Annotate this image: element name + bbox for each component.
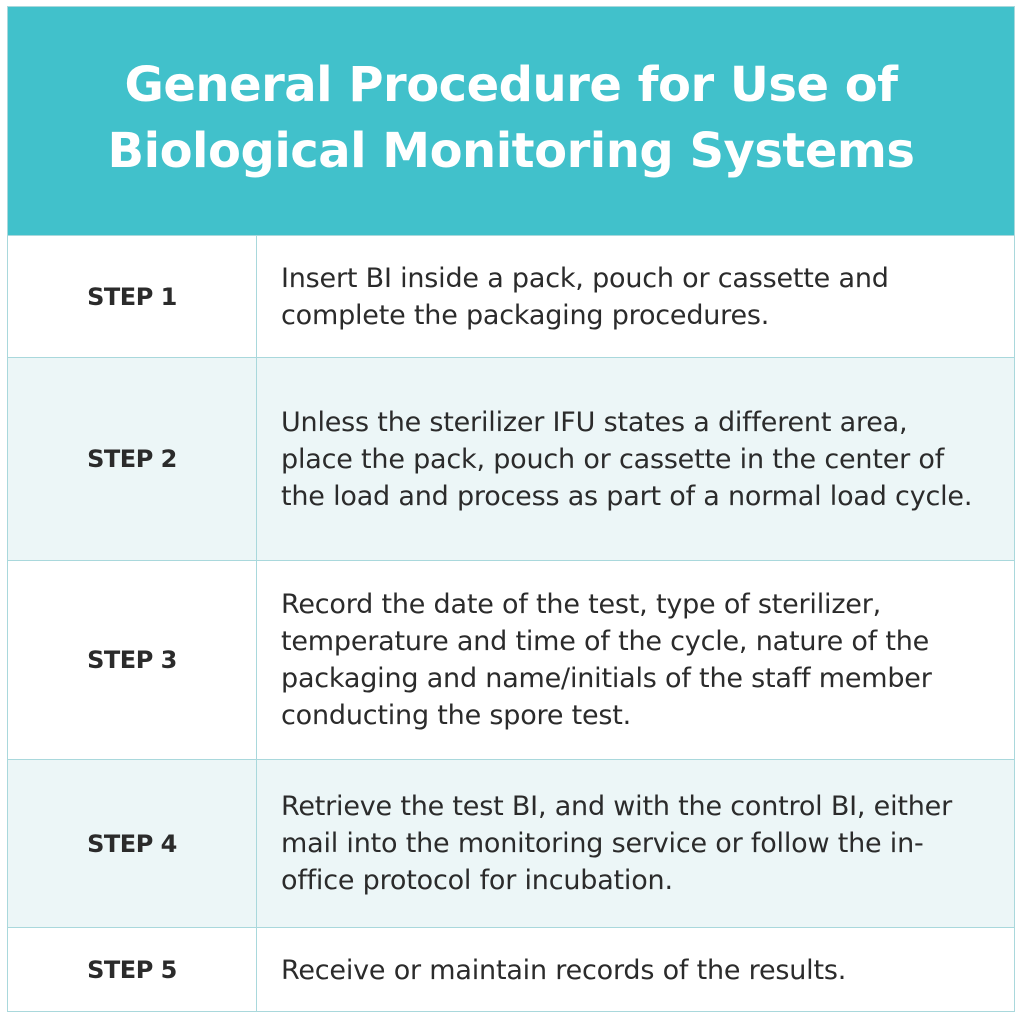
table-row: STEP 3 Record the date of the test, type… [8,560,1014,759]
step-label: STEP 3 [8,561,257,759]
step-label: STEP 2 [8,358,257,560]
page-title: General Procedure for Use of Biological … [107,57,915,179]
step-label: STEP 1 [8,236,257,357]
table-row: STEP 1 Insert BI inside a pack, pouch or… [8,235,1014,357]
table-header: General Procedure for Use of Biological … [8,7,1014,235]
step-description: Unless the sterilizer IFU states a diffe… [281,406,973,512]
step-description: Insert BI inside a pack, pouch or casset… [281,262,889,331]
step-description: Receive or maintain records of the resul… [281,954,847,986]
step-description: Retrieve the test BI, and with the contr… [281,791,952,896]
step-description: Record the date of the test, type of ste… [281,589,932,731]
table-row: STEP 2 Unless the sterilizer IFU states … [8,357,1014,560]
procedure-table: General Procedure for Use of Biological … [7,6,1015,1012]
table-row: STEP 5 Receive or maintain records of th… [8,927,1014,1012]
table-row: STEP 4 Retrieve the test BI, and with th… [8,759,1014,927]
step-label: STEP 4 [8,760,257,927]
step-label: STEP 5 [8,928,257,1012]
